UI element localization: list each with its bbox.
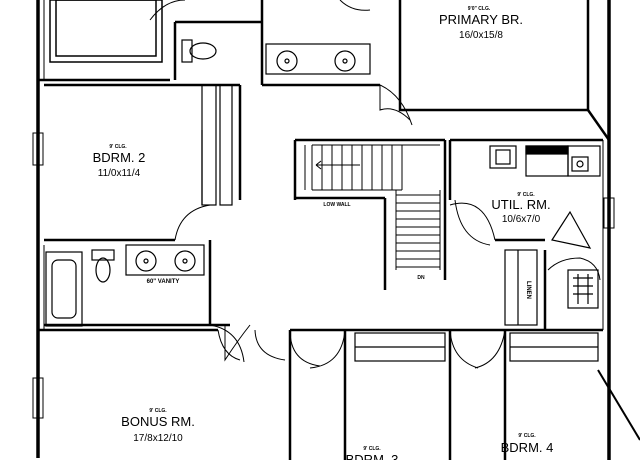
stair-upper-treads	[304, 144, 440, 191]
low-wall-label: LOW WALL	[323, 202, 350, 208]
bonus-dims: 17/8x12/10	[133, 433, 183, 444]
linen-label: LINEN	[525, 281, 531, 299]
util-walls	[448, 138, 603, 330]
lower-walls	[38, 328, 603, 460]
bdrm2-closet	[201, 84, 233, 206]
vanity-hall	[125, 244, 205, 276]
stair-walls	[293, 138, 447, 290]
bdrm4-closet	[509, 332, 599, 362]
primary-name: PRIMARY BR.	[439, 12, 523, 27]
toilet-hall	[91, 249, 115, 283]
top-door-swing-right	[339, 0, 371, 11]
bdrm4-ceiling: 9' CLG.	[518, 433, 536, 439]
top-door-swing	[149, 0, 186, 21]
bonus-ceiling: 9' CLG.	[149, 408, 167, 414]
top-walls	[38, 0, 611, 141]
washer-dryer	[525, 145, 601, 177]
bdrm2-door-swing	[174, 204, 211, 241]
hall-bath-door-swing-2	[224, 324, 251, 362]
top-closet-frame	[49, 0, 163, 63]
linen-closet	[504, 249, 538, 326]
stair-down-label: DN	[417, 275, 425, 281]
hall-door-swing	[379, 84, 413, 126]
util-ceiling: 9' CLG.	[517, 192, 535, 198]
hall-bath-door-swing	[209, 324, 245, 363]
bdrm2-ceiling: 9' CLG.	[109, 144, 127, 150]
bdrm2-dims: 11/0x11/4	[98, 168, 141, 179]
bdrm3-name: BDRM. 3	[346, 452, 399, 460]
util-name: UTIL. RM.	[491, 197, 550, 212]
hvac-unit	[567, 269, 599, 309]
util-door-swing	[454, 199, 491, 246]
primary-ceiling: 9'0" CLG.	[468, 6, 491, 12]
bdrm4-door-swing	[449, 329, 479, 369]
bathtub	[45, 251, 83, 327]
util-dims: 10/6x7/0	[502, 214, 541, 225]
util-door-swing-2	[449, 202, 496, 241]
primary-dims: 16/0x15/8	[459, 30, 503, 41]
utility-sink	[489, 145, 517, 169]
southeast-angle-wall	[597, 369, 640, 441]
stair-arrow-icon	[315, 160, 360, 170]
bdrm4-door-swing-2	[474, 329, 506, 369]
exterior-wall-inner-faces	[43, 0, 604, 330]
exterior-walls	[36, 0, 611, 460]
bdrm3-closet	[354, 332, 446, 362]
bdrm3-door-swing	[289, 329, 321, 367]
windows	[32, 132, 615, 419]
bonus-door-swing	[217, 329, 241, 361]
stair-lower-treads	[395, 190, 441, 270]
vanity-label: 60" VANITY	[147, 279, 180, 285]
toilet-top	[181, 39, 217, 63]
double-lavatory-top	[265, 43, 371, 75]
primary-door-swing	[379, 85, 411, 121]
bdrm2-name: BDRM. 2	[93, 150, 146, 165]
bonus-closet-swing	[254, 329, 286, 361]
bdrm3-door-swing-2	[309, 329, 346, 369]
bdrm3-ceiling: 9' CLG.	[363, 446, 381, 452]
util-water-heater-door	[551, 210, 592, 249]
bdrm4-name: BDRM. 4	[501, 440, 554, 455]
hvac-door-swing	[547, 257, 601, 281]
hall-bath-walls	[44, 240, 230, 327]
bonus-name: BONUS RM.	[121, 414, 195, 429]
